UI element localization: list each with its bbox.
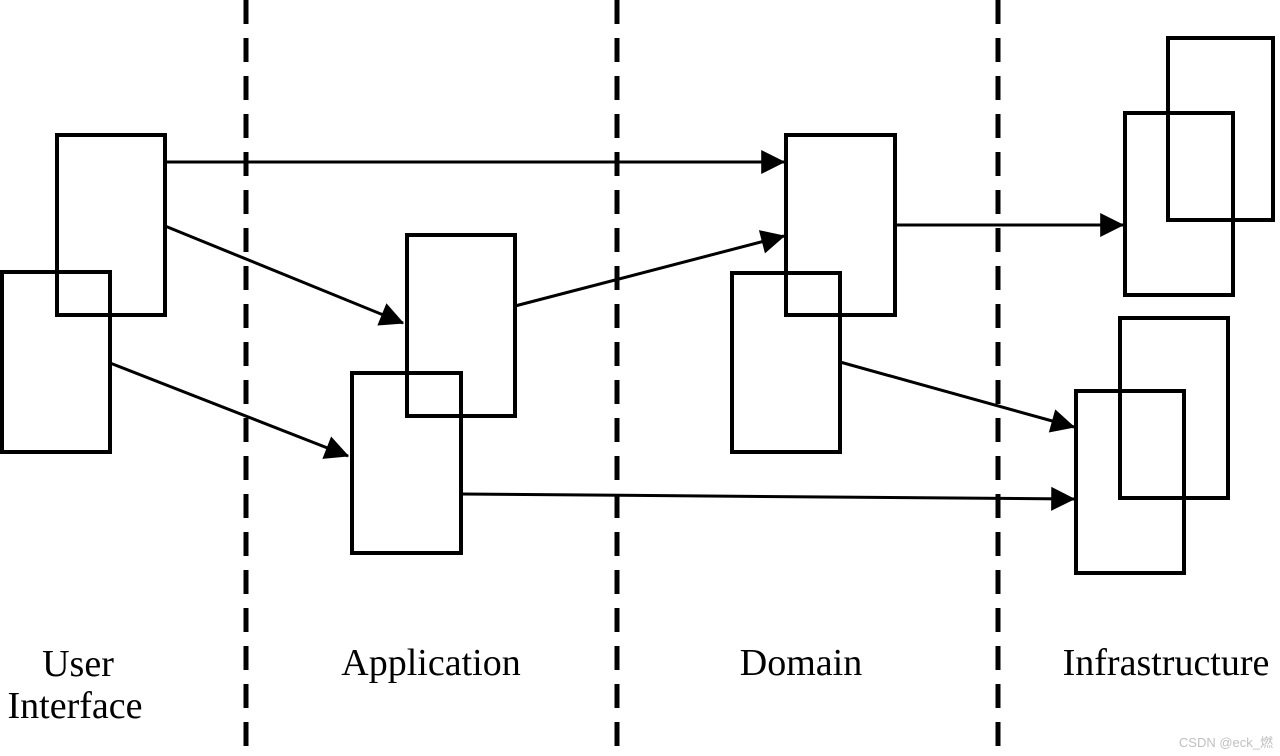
- infrastructure-box-bottom-back: [1118, 316, 1230, 500]
- watermark-text: CSDN @eck_燃: [1179, 735, 1273, 750]
- arrow-application1-to-domain1: [514, 230, 786, 308]
- layer-label-infrastructure: Infrastructure: [1063, 642, 1270, 684]
- arrow-ui2-to-application2: [109, 361, 350, 459]
- arrow-application2-to-infrastructure-bottom: [460, 486, 1076, 511]
- application-box-2: [350, 371, 463, 555]
- user-interface-box-2: [0, 270, 112, 454]
- arrow-domain2-to-infrastructure-bottom: [839, 360, 1076, 433]
- layer-label-domain: Domain: [740, 642, 862, 684]
- arrow-ui1-to-application1: [164, 224, 405, 326]
- infrastructure-box-bottom-front: [1074, 389, 1186, 575]
- infrastructure-box-top-back: [1166, 36, 1275, 222]
- layer-label-user-interface-line-1: User: [42, 643, 114, 685]
- layer-label-user-interface-line-2: Interface: [8, 685, 143, 727]
- layer-label-application: Application: [341, 642, 520, 684]
- infrastructure-box-top-front: [1123, 111, 1235, 297]
